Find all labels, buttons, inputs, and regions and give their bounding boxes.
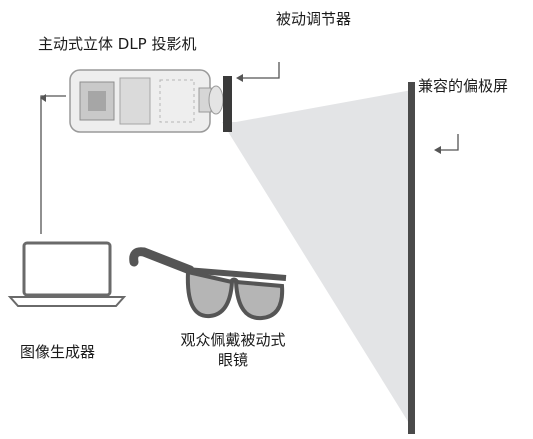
glasses-label-line1: 观众佩戴被动式	[180, 331, 286, 349]
arrow-icon	[434, 146, 441, 154]
arrow-icon	[236, 74, 243, 82]
modulator-icon	[223, 76, 232, 132]
screen-icon	[408, 82, 415, 434]
projection-beam	[222, 90, 412, 428]
screen-arrow	[438, 134, 459, 151]
laptop-icon	[7, 241, 127, 307]
glasses-label-line2: 眼镜	[217, 351, 248, 369]
projector-icon	[69, 69, 224, 133]
glasses-icon	[129, 247, 287, 321]
arrow-icon	[40, 94, 46, 102]
projector-label: 主动式立体 DLP 投影机	[38, 35, 197, 53]
passive-modulator-label: 被动调节器	[276, 10, 352, 28]
polarized-screen-label: 兼容的偏极屏	[418, 77, 509, 95]
image-generator-label: 图像生成器	[20, 343, 96, 361]
modulator-arrow	[240, 62, 280, 79]
signal-arrow	[40, 95, 66, 234]
